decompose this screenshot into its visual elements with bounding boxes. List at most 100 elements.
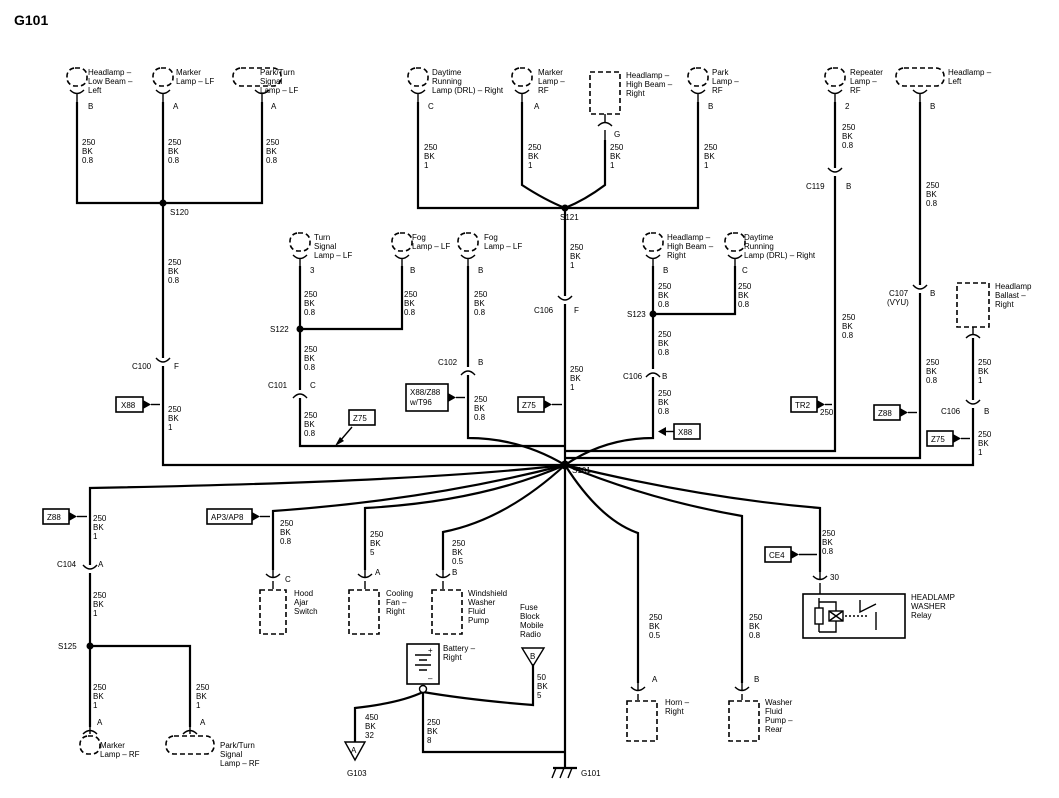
svg-text:Signal: Signal <box>260 77 282 86</box>
svg-text:Daytime: Daytime <box>432 68 462 77</box>
svg-text:5: 5 <box>370 548 375 557</box>
svg-text:Park/Turn: Park/Turn <box>260 68 295 77</box>
svg-text:BK: BK <box>570 374 581 383</box>
splice-label: S123 <box>627 310 646 319</box>
svg-text:Fluid: Fluid <box>765 707 782 716</box>
svg-text:B: B <box>530 652 535 661</box>
svg-text:BK: BK <box>704 152 715 161</box>
svg-text:B: B <box>708 102 713 111</box>
svg-text:BK: BK <box>280 528 291 537</box>
svg-text:BK: BK <box>658 339 669 348</box>
svg-text:Running: Running <box>744 242 774 251</box>
svg-text:Park/Turn: Park/Turn <box>220 741 255 750</box>
svg-text:Marker: Marker <box>176 68 201 77</box>
svg-text:BK: BK <box>196 692 207 701</box>
svg-text:Ajar: Ajar <box>294 598 309 607</box>
option-tag: Z75 <box>517 396 562 413</box>
svg-text:Lamp – LF: Lamp – LF <box>484 242 522 251</box>
splice-label: S101 <box>572 466 591 475</box>
svg-text:–: – <box>428 674 433 683</box>
splice-dot <box>561 204 569 212</box>
svg-text:1: 1 <box>978 376 983 385</box>
svg-text:250: 250 <box>280 519 294 528</box>
svg-text:Low Beam –: Low Beam – <box>88 77 133 86</box>
svg-text:250: 250 <box>658 330 672 339</box>
svg-text:BK: BK <box>474 299 485 308</box>
splice-label: S122 <box>270 325 289 334</box>
svg-text:Pump –: Pump – <box>765 716 793 725</box>
svg-text:BK: BK <box>658 398 669 407</box>
component-park-turn-lamp-lf: Park/Turn Signal Lamp – LF A <box>232 67 298 111</box>
svg-text:BK: BK <box>926 367 937 376</box>
svg-text:250: 250 <box>474 395 488 404</box>
svg-text:Lamp – LF: Lamp – LF <box>176 77 214 86</box>
svg-text:0.8: 0.8 <box>658 348 670 357</box>
component-drl-right-top: Daytime Running Lamp (DRL) – Right C <box>407 67 504 111</box>
svg-text:G103: G103 <box>347 769 367 778</box>
connector-pin: B <box>984 407 989 416</box>
svg-text:BK: BK <box>404 299 415 308</box>
svg-text:RF: RF <box>850 86 861 95</box>
svg-text:BK: BK <box>528 152 539 161</box>
svg-text:250: 250 <box>738 282 752 291</box>
svg-text:BK: BK <box>304 354 315 363</box>
connector-pin: B <box>478 358 483 367</box>
svg-text:Left: Left <box>88 86 102 95</box>
inline-connectors: C100 F C101 C C102 B C106 F C106 B C119 … <box>57 167 989 570</box>
svg-text:BK: BK <box>926 190 937 199</box>
svg-text:RF: RF <box>538 86 549 95</box>
svg-text:BK: BK <box>266 147 277 156</box>
option-tag: Z88 <box>42 508 87 525</box>
svg-text:BK: BK <box>93 600 104 609</box>
svg-text:250: 250 <box>528 143 542 152</box>
svg-text:A: A <box>652 675 658 684</box>
svg-text:1: 1 <box>570 383 575 392</box>
svg-text:0.8: 0.8 <box>822 547 834 556</box>
option-tag: Z75 <box>926 430 970 447</box>
svg-text:250: 250 <box>978 430 992 439</box>
svg-text:C: C <box>285 575 291 584</box>
svg-text:BK: BK <box>452 548 463 557</box>
svg-text:A: A <box>97 718 103 727</box>
diagram-title: G101 <box>14 12 48 28</box>
svg-text:BK: BK <box>93 523 104 532</box>
svg-text:BK: BK <box>978 367 989 376</box>
svg-text:Z88: Z88 <box>878 409 892 418</box>
svg-text:High Beam –: High Beam – <box>626 80 673 89</box>
svg-text:0.8: 0.8 <box>304 308 316 317</box>
svg-text:250: 250 <box>304 345 318 354</box>
svg-text:Daytime: Daytime <box>744 233 774 242</box>
ground-g103: A G103 <box>343 741 367 778</box>
svg-text:Lamp – RF: Lamp – RF <box>220 759 260 768</box>
splice-labels: S120 S121 S123 S122 S101 S125 <box>58 208 646 651</box>
svg-text:Ballast –: Ballast – <box>995 291 1026 300</box>
connector-pin: C <box>310 381 316 390</box>
splice-label: S121 <box>560 213 579 222</box>
connector-label: C119 <box>806 182 825 191</box>
component-marker-lamp-lf: Marker Lamp – LF A <box>152 67 214 111</box>
svg-text:Right: Right <box>995 300 1014 309</box>
svg-text:250: 250 <box>649 613 663 622</box>
svg-text:BK: BK <box>427 727 438 736</box>
svg-text:G101: G101 <box>581 769 601 778</box>
svg-text:Fog: Fog <box>484 233 498 242</box>
option-tag: X88 <box>115 396 160 413</box>
svg-text:C: C <box>428 102 434 111</box>
svg-text:250: 250 <box>658 282 672 291</box>
svg-text:1: 1 <box>93 701 98 710</box>
svg-text:Headlamp –: Headlamp – <box>948 68 992 77</box>
svg-text:X88/Z88: X88/Z88 <box>410 388 441 397</box>
svg-text:0.8: 0.8 <box>842 331 854 340</box>
svg-text:250: 250 <box>404 290 418 299</box>
svg-text:250: 250 <box>424 143 438 152</box>
svg-text:Rear: Rear <box>765 725 783 734</box>
svg-text:Headlamp –: Headlamp – <box>667 233 711 242</box>
svg-text:Signal: Signal <box>314 242 336 251</box>
svg-text:BK: BK <box>168 267 179 276</box>
svg-text:Z75: Z75 <box>522 401 536 410</box>
svg-text:Mobile: Mobile <box>520 621 544 630</box>
svg-text:250: 250 <box>820 408 834 417</box>
svg-text:Fan –: Fan – <box>386 598 407 607</box>
